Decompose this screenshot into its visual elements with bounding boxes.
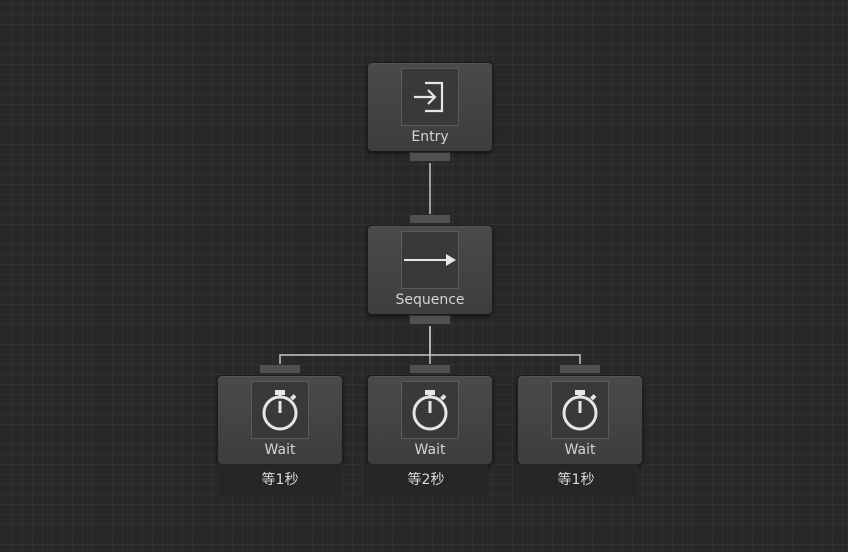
node-label-wait-1: Wait	[264, 442, 296, 458]
stopwatch-icon	[562, 390, 598, 431]
stopwatch-icon	[412, 390, 448, 431]
wait3-input-port[interactable]	[559, 364, 601, 374]
wait3-icon-box	[551, 381, 609, 439]
node-label-entry: Entry	[411, 129, 449, 145]
sequence-input-port[interactable]	[409, 214, 451, 224]
wait-node-2[interactable]: Wait	[367, 375, 493, 465]
entry-output-port[interactable]	[409, 152, 451, 162]
entry-node[interactable]: Entry	[367, 62, 493, 152]
node-label-sequence: Sequence	[395, 292, 465, 308]
node-comment-wait-1: 等1秒	[218, 464, 342, 496]
wait-node-3[interactable]: Wait	[517, 375, 643, 465]
wait2-input-port[interactable]	[409, 364, 451, 374]
wire-sequence-wait3	[430, 354, 581, 364]
sequence-icon-box	[401, 231, 459, 289]
entry-icon	[414, 81, 444, 113]
sequence-output-port[interactable]	[409, 315, 451, 325]
entry-icon-box	[401, 68, 459, 126]
stopwatch-icon	[262, 390, 298, 431]
node-comment-wait-3: 等1秒	[514, 464, 638, 496]
arrow-right-icon	[404, 254, 456, 266]
wait1-input-port[interactable]	[259, 364, 301, 374]
wait1-icon-box	[251, 381, 309, 439]
node-label-wait-3: Wait	[564, 442, 596, 458]
wait2-icon-box	[401, 381, 459, 439]
node-comment-wait-2: 等2秒	[364, 464, 488, 496]
wait-node-1[interactable]: Wait	[217, 375, 343, 465]
node-label-wait-2: Wait	[414, 442, 446, 458]
sequence-node[interactable]: Sequence	[367, 225, 493, 315]
wire-sequence-wait1	[279, 326, 431, 364]
